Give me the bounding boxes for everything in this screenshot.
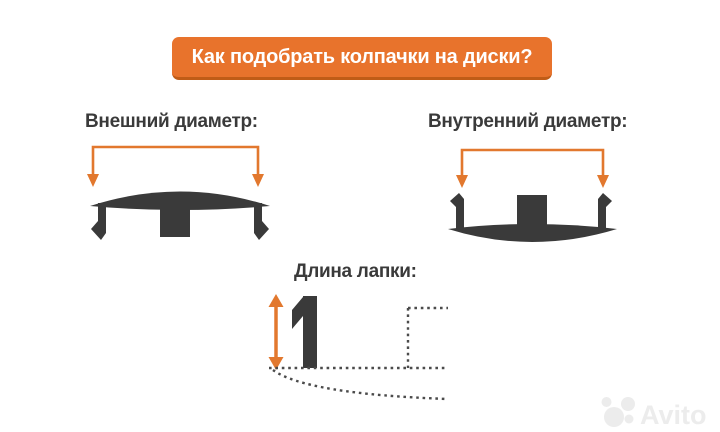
cap-leg-right bbox=[254, 203, 269, 240]
avito-circles-icon bbox=[601, 397, 635, 427]
outer-diameter-label: Внешний диаметр: bbox=[85, 111, 258, 132]
avito-watermark: Avito bbox=[601, 397, 707, 430]
cap-stem bbox=[160, 201, 190, 237]
dotted-dome-curve bbox=[272, 369, 449, 401]
cap-profile-dome-up bbox=[90, 191, 270, 240]
leg-length-label: Длина лапки: bbox=[294, 261, 417, 282]
cap-stem bbox=[517, 195, 547, 231]
cap-leg-left bbox=[450, 193, 464, 229]
outer-diameter-diagram bbox=[87, 145, 270, 240]
leg-length-diagram bbox=[268, 294, 449, 401]
cap-leg-right bbox=[598, 193, 612, 229]
title-banner: Как подобрать колпачки на диски? bbox=[172, 37, 552, 80]
banner-title: Как подобрать колпачки на диски? bbox=[191, 45, 533, 68]
cap-bowl bbox=[448, 224, 617, 242]
cap-outline-dotted bbox=[269, 306, 449, 401]
outer-measure-arrow-icon bbox=[87, 145, 264, 187]
cap-profile-dome-down bbox=[448, 193, 617, 242]
inner-measure-arrow-icon bbox=[456, 148, 609, 188]
cap-leg-left bbox=[91, 203, 106, 240]
cap-dome bbox=[90, 191, 270, 210]
leg-measure-arrow-icon bbox=[268, 294, 284, 370]
inner-diameter-label: Внутренний диаметр: bbox=[428, 111, 628, 132]
cap-leg-solid bbox=[292, 296, 317, 368]
inner-diameter-diagram bbox=[448, 148, 617, 242]
avito-brand-text: Avito bbox=[640, 400, 707, 430]
